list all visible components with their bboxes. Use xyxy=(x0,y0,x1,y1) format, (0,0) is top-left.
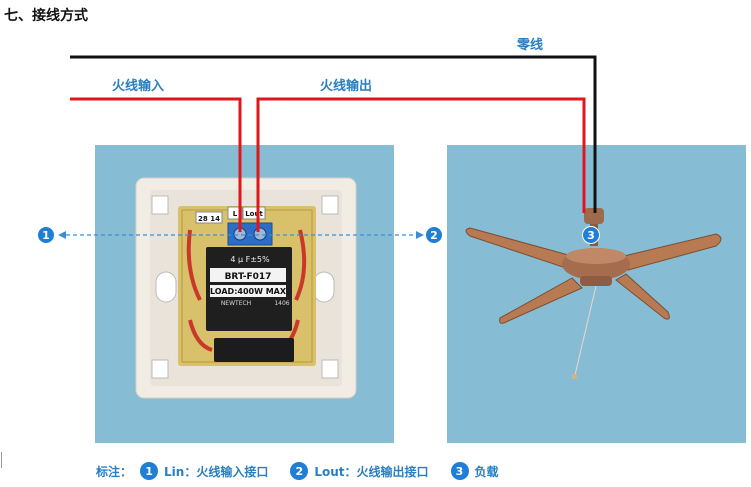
section-title: 七、接线方式 xyxy=(4,8,88,24)
terminal-lout-label: Lout xyxy=(245,210,263,218)
badge-load: 3 xyxy=(582,226,600,244)
legend-badge-2: 2 xyxy=(290,462,309,480)
legend-badge-3: 3 xyxy=(450,462,469,480)
model-label: BRT-F017 xyxy=(225,272,272,282)
legend-item-load: 负载 xyxy=(474,464,499,479)
legend-item-lin: Lin：火线输入接口 xyxy=(164,464,269,479)
neutral-wire-label: 零线 xyxy=(517,38,544,53)
page-corner-mark xyxy=(1,452,6,468)
live-output-label: 火线输出 xyxy=(320,79,373,94)
badge-lout: 2 xyxy=(425,226,443,244)
code-label: 1406 xyxy=(274,300,289,307)
legend-item-lout: Lout：火线输出接口 xyxy=(314,464,429,479)
arrow-left-icon xyxy=(58,231,66,239)
arrow-right-icon xyxy=(416,231,424,239)
load-label: LOAD:400W MAX xyxy=(210,287,287,296)
terminal-l-label: L xyxy=(233,210,238,218)
ceiling-fan xyxy=(465,208,722,379)
neutral-wire xyxy=(70,55,597,213)
badge-lin: 1 xyxy=(37,226,55,244)
legend: 标注： 1 Lin：火线输入接口 2 Lout：火线输出接口 3 负载 xyxy=(96,462,513,480)
legend-prefix: 标注： xyxy=(96,464,133,479)
live-output-wire xyxy=(256,97,586,232)
live-input-wire xyxy=(70,97,242,232)
capacitor-rating: 4 μ F±5% xyxy=(230,255,270,264)
live-input-label: 火线输入 xyxy=(112,79,165,94)
legend-badge-1: 1 xyxy=(140,462,159,480)
wall-switch xyxy=(135,177,357,399)
terminal-number-label: 28 14 xyxy=(198,215,220,223)
brand-label: NEWTECH xyxy=(221,300,251,307)
